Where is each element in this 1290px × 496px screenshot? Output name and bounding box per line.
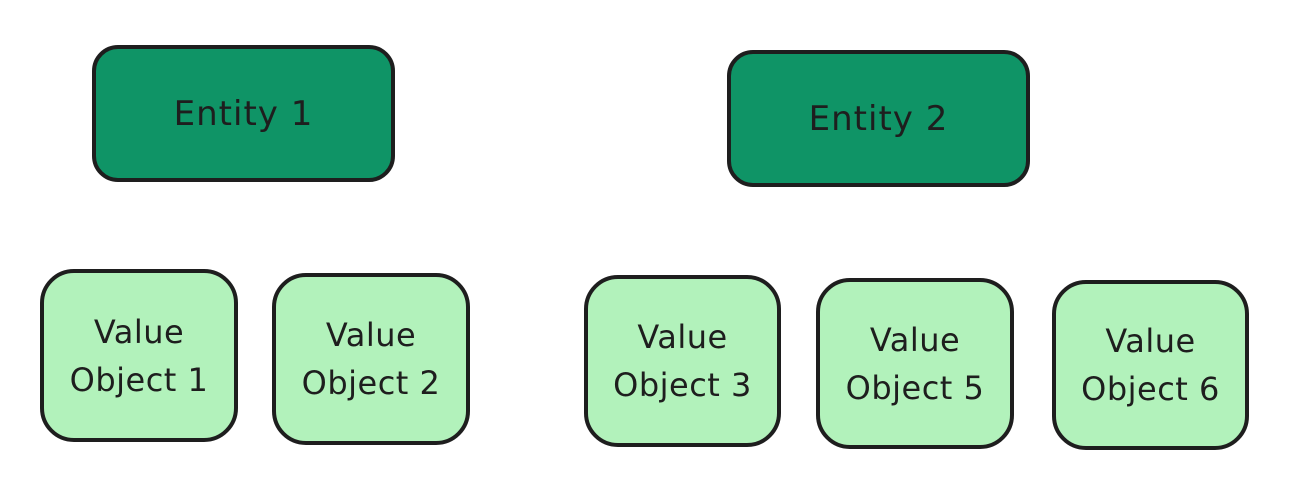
value-object-box-1[interactable]: Value Object 1 [40, 269, 238, 442]
value-object-label-line1: Value [869, 320, 961, 359]
value-object-box-5[interactable]: Value Object 5 [816, 278, 1014, 449]
value-object-label-line1: Value [1105, 322, 1196, 360]
value-object-label-line2: Object 1 [69, 360, 209, 399]
value-object-label-line2: Object 3 [613, 366, 752, 404]
value-object-label-line1: Value [325, 316, 417, 354]
value-object-text: Value Object 2 [302, 311, 441, 407]
value-object-label-line1: Value [637, 318, 728, 356]
value-object-label-line2: Object 2 [301, 364, 441, 402]
value-object-label-line2: Object 5 [845, 368, 985, 407]
value-object-text: Value Object 1 [70, 308, 209, 404]
value-object-label-line2: Object 6 [1081, 370, 1220, 408]
value-object-box-2[interactable]: Value Object 2 [272, 273, 470, 445]
entity-label: Entity 2 [808, 98, 949, 139]
entity-box-2[interactable]: Entity 2 [727, 50, 1030, 187]
entity-box-1[interactable]: Entity 1 [92, 45, 395, 182]
value-object-text: Value Object 5 [846, 316, 985, 412]
entity-label: Entity 1 [173, 93, 314, 134]
value-object-box-3[interactable]: Value Object 3 [584, 275, 781, 447]
value-object-text: Value Object 6 [1081, 317, 1220, 413]
value-object-box-6[interactable]: Value Object 6 [1052, 280, 1249, 450]
value-object-text: Value Object 3 [613, 313, 752, 409]
value-object-label-line1: Value [93, 312, 185, 351]
